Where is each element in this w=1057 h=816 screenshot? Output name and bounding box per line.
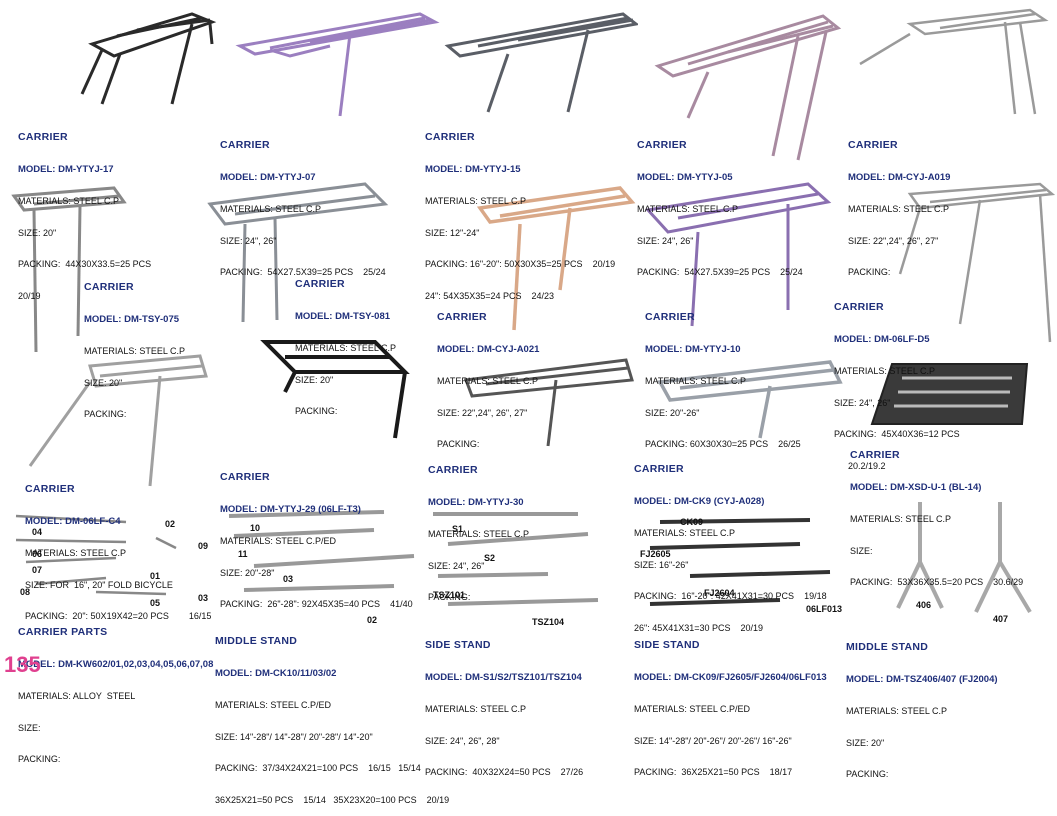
product-ytyj-10: CARRIER MODEL: DM-YTYJ-10 MATERIALS: STE… <box>645 311 801 449</box>
part-label: TSZ104 <box>532 617 565 627</box>
part-label: 06 <box>32 549 43 559</box>
product-ytyj-05: CARRIER MODEL: DM-YTYJ-05 MATERIALS: STE… <box>637 139 803 277</box>
carrier-parts-image <box>15 514 177 596</box>
carrier-06lf-c4-image <box>28 354 208 487</box>
part-label: FJ2604 <box>704 588 735 598</box>
product-ytyj-29: CARRIER MODEL: DM-YTYJ-29 (06LF-T3) MATE… <box>220 471 413 609</box>
part-label: CK09 <box>680 517 704 527</box>
product-06lf-c4: CARRIER MODEL: DM-06LF-C4 MATERIALS: STE… <box>25 483 212 621</box>
carrier-ytyj-15-image <box>444 12 638 113</box>
carrier-ytyj-30-image <box>463 358 634 447</box>
middle-stand-tsz406-image <box>896 502 1032 614</box>
product-ytyj-17: CARRIER MODEL: DM-YTYJ-17 MATERIALS: STE… <box>18 131 152 301</box>
part-label: FJ2605 <box>640 549 671 559</box>
part-label: 407 <box>993 614 1009 624</box>
part-label: S2 <box>484 553 496 563</box>
carrier-cyj-a021-image <box>476 186 636 331</box>
part-label: 05 <box>150 598 161 608</box>
product-xsd-u-1: CARRIER MODEL: DM-XSD-U-1 (BL-14) MATERI… <box>850 449 1024 587</box>
side-stand-ck09-image <box>649 518 831 606</box>
part-label: 08 <box>20 587 31 597</box>
carrier-ytyj-17-image <box>80 12 217 105</box>
carrier-ytyj-29-image <box>260 340 410 439</box>
product-ytyj-15: CARRIER MODEL: DM-YTYJ-15 MATERIALS: STE… <box>425 131 616 301</box>
part-label: 01 <box>150 571 161 581</box>
carrier-06lf-d5-image <box>898 182 1055 343</box>
carrier-cyj-a019-image <box>859 8 1049 115</box>
product-side-stand-s1: SIDE STAND MODEL: DM-S1/S2/TSZ101/TSZ104… <box>425 639 584 777</box>
carrier-ck9-image <box>657 360 843 439</box>
product-06lf-d5: CARRIER MODEL: DM-06LF-D5 MATERIALS: STE… <box>834 301 960 471</box>
carrier-ytyj-05-image <box>654 14 842 161</box>
product-cyj-a019: CARRIER MODEL: DM-CYJ-A019 MATERIALS: ST… <box>848 139 951 277</box>
product-ytyj-30: CARRIER MODEL: DM-YTYJ-30 MATERIALS: STE… <box>428 464 530 602</box>
carrier-tsy-075-image <box>11 186 127 353</box>
carrier-ytyj-07-image <box>235 12 440 117</box>
part-label: 02 <box>367 615 378 625</box>
part-label: TSZ101 <box>433 590 466 600</box>
part-label: 406 <box>916 600 932 610</box>
part-label: 09 <box>198 541 209 551</box>
product-middle-stand-ck10: MIDDLE STAND MODEL: DM-CK10/11/03/02 MAT… <box>215 635 450 805</box>
carrier-xsd-u-1-image <box>870 363 1029 425</box>
product-tsy-075: CARRIER MODEL: DM-TSY-075 MATERIALS: STE… <box>84 281 186 419</box>
product-ytyj-07: CARRIER MODEL: DM-YTYJ-07 MATERIALS: STE… <box>220 139 386 277</box>
product-tsy-081: CARRIER MODEL: DM-TSY-081 MATERIALS: STE… <box>295 278 397 416</box>
product-middle-stand-tsz406: MIDDLE STAND MODEL: DM-TSZ406/407 (FJ200… <box>846 641 998 779</box>
side-stand-s1-image <box>433 512 599 606</box>
carrier-ytyj-10-image <box>645 182 832 327</box>
part-label: 03 <box>198 593 209 603</box>
part-label: 07 <box>32 565 43 575</box>
product-ck9: CARRIER MODEL: DM-CK9 (CYJ-A028) MATERIA… <box>634 463 827 633</box>
part-label: 11 <box>238 549 248 559</box>
product-cyj-a021: CARRIER MODEL: DM-CYJ-A021 MATERIALS: ST… <box>437 311 540 449</box>
page-number: 135 <box>4 652 41 677</box>
part-label: 10 <box>250 523 261 533</box>
part-label: 04 <box>32 527 43 537</box>
product-carrier-parts: CARRIER PARTS MODEL: DM-KW602/01,02,03,0… <box>18 626 214 764</box>
carrier-tsy-081-image <box>207 182 389 323</box>
middle-stand-ck10-image <box>228 510 415 592</box>
part-label: 06LF013 <box>806 604 843 614</box>
part-label: S1 <box>452 524 464 534</box>
product-side-stand-ck09: SIDE STAND MODEL: DM-CK09/FJ2605/FJ2604/… <box>634 639 827 777</box>
part-label: 02 <box>165 519 176 529</box>
part-label: 03 <box>283 574 294 584</box>
